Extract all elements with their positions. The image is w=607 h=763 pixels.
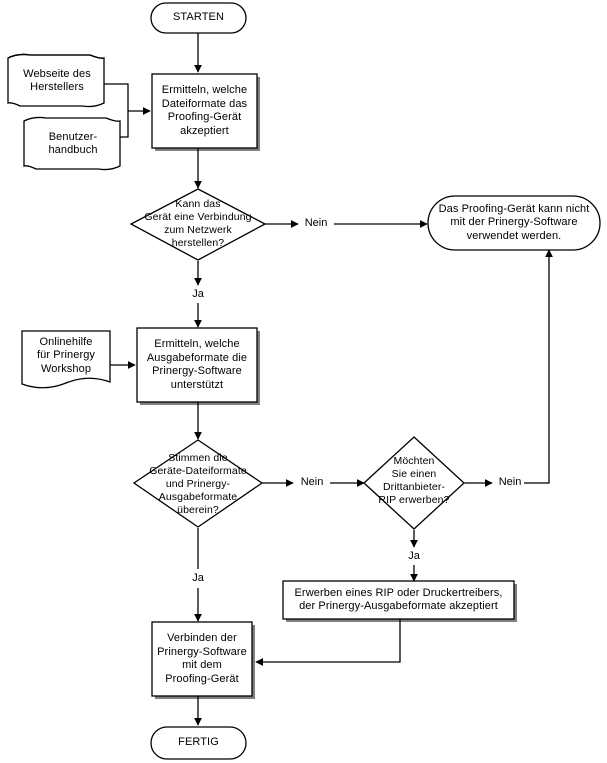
shape-doc-website-curl <box>7 53 105 59</box>
shape-process-formats[interactable] <box>151 73 258 149</box>
edge-label-network-yes: Ja <box>192 288 204 300</box>
shape-process-acquire-rip[interactable] <box>282 580 515 620</box>
shape-doc-onlinehelp[interactable] <box>21 330 111 389</box>
shape-end[interactable] <box>150 726 247 760</box>
edge-label-formats-no: Nein <box>300 476 324 488</box>
shape-process-connect[interactable] <box>151 621 253 697</box>
shape-doc-manual[interactable] <box>23 116 121 171</box>
edge-label-rip-yes: Ja <box>408 550 420 562</box>
shape-decision-network[interactable] <box>129 188 267 261</box>
shape-start[interactable] <box>150 2 247 34</box>
shape-decision-third-party-rip[interactable] <box>363 436 465 530</box>
shape-doc-website[interactable] <box>7 53 105 108</box>
edge-rip-no-b <box>524 249 553 484</box>
edge-acquire-to-connect <box>255 619 401 666</box>
edge-label-formats-yes: Ja <box>192 572 204 584</box>
shape-decision-formats-match[interactable] <box>132 439 264 528</box>
edge-label-rip-no: Nein <box>498 476 522 488</box>
shape-result-cannot-use[interactable] <box>427 195 601 251</box>
shape-process-output-formats[interactable] <box>136 327 258 403</box>
edge-label-network-no: Nein <box>304 217 328 229</box>
